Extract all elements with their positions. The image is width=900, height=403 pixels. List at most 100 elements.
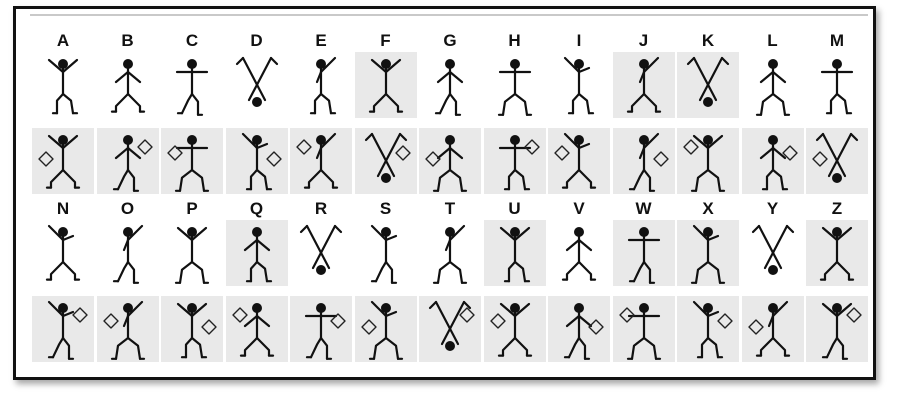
stick-figure-icon [819,226,855,281]
stick-figure-icon [618,303,661,360]
stick-figure-icon [175,59,209,116]
dancing-man-flag-figure [677,296,739,362]
dancing-man-figure [612,52,675,118]
stick-figure-icon [812,132,859,183]
dancing-man-flag-figure [483,128,546,194]
stick-figure-icon [299,224,343,275]
top-divider [30,14,868,16]
stick-figure-icon [563,56,595,115]
dancing-man-flag-figure [225,296,288,362]
stick-figure-icon [627,227,660,284]
letter-label: P [186,199,198,218]
dancing-man-flag-figure [32,296,94,362]
dancing-man-flag-figure [290,296,352,362]
stick-figure-icon [434,59,464,116]
stick-figure-icon [759,135,798,191]
dancing-man-figure [290,52,352,118]
stick-figure-icon [296,132,339,189]
letter-label: A [56,31,70,50]
dancing-man-figure [97,220,159,286]
letter-label: Y [766,199,779,218]
stick-figure-icon [364,132,411,183]
letter-label: X [702,199,714,218]
dancing-man-figure [354,52,417,118]
stick-figure-icon [360,300,403,360]
stick-figure-icon [751,224,794,275]
stick-figure-icon [102,300,145,360]
dancing-man-figure [290,220,352,286]
dancing-man-flag-figure [612,128,675,194]
stick-figure-icon [243,227,272,283]
dancing-man-figure [419,220,481,286]
dancing-man-flag-figure [419,128,481,194]
stick-figure-icon [499,226,530,283]
dancing-man-figure [742,52,804,118]
dancing-man-figure [483,220,546,286]
stick-figure-icon [692,300,733,359]
stick-figure-icon [626,56,661,113]
dancing-man-figure [226,52,288,118]
dancing-man-flag-figure [96,128,159,194]
stick-figure-icon [110,59,145,113]
dancing-man-figure [484,52,546,118]
dancing-man-flag-figure [161,128,223,194]
letter-label: H [508,31,521,50]
dancing-man-flag-figure [225,128,288,194]
stick-figure-icon [368,58,403,113]
dancing-man-flag-figure [161,296,223,362]
letter-label: S [379,199,392,218]
letter-label: D [250,31,263,50]
dancing-man-flag-figure [483,296,546,362]
letter-label: V [573,199,585,218]
stick-figure-icon [304,303,346,360]
stick-figure-icon [686,56,730,107]
letter-label: J [638,31,649,50]
stick-figure-icon [370,224,397,284]
dancing-man-figure [806,220,868,286]
dancing-man-flag-figure [741,128,804,194]
letter-label: B [121,31,134,50]
dancing-man-flag-figure [96,296,159,362]
stick-figure-icon [747,300,790,357]
dancing-man-figure [548,220,610,286]
letter-label: C [185,31,199,50]
stick-figure-icon [241,132,282,191]
letter-label: M [829,31,845,50]
dancing-man-flag-figure [806,128,868,194]
letter-label: L [767,31,778,50]
dancing-man-figure [677,52,739,118]
letter-label: N [56,199,70,218]
stick-figure-icon [563,303,604,360]
stick-figure-icon [45,224,81,281]
stick-figure-icon [428,300,475,351]
stick-figure-icon [112,135,153,192]
dancing-man-figure [161,52,223,118]
stick-figure-icon [235,56,278,107]
stick-figure-icon [628,132,669,192]
dancing-man-figure [742,220,804,286]
letter-label: W [635,199,652,218]
dancing-man-flag-figure [548,128,610,194]
stick-figure-icon [38,134,81,189]
letter-label: G [443,31,457,50]
dancing-man-figure [548,52,610,118]
dancing-man-flag-figure [32,128,94,194]
dancing-man-figure [612,220,675,286]
letter-label: U [508,199,521,218]
stick-figure-icon [174,226,210,284]
letter-label: I [576,31,582,50]
stick-figure-icon [755,59,790,116]
letter-label: Z [831,199,843,218]
stick-figure-icon [690,224,726,284]
dancing-man-figure [97,52,159,118]
stick-figure-icon [498,135,540,191]
stick-figure-icon [683,134,726,192]
stick-figure-icon [47,300,88,360]
dancing-man-flag-figure [741,296,804,362]
letter-label: Q [249,199,264,218]
dancing-man-flag-figure [806,296,868,362]
stick-figure-icon [820,59,854,115]
dancing-man-flag-figure [290,128,352,194]
dancing-man-flag-figure [677,128,739,194]
